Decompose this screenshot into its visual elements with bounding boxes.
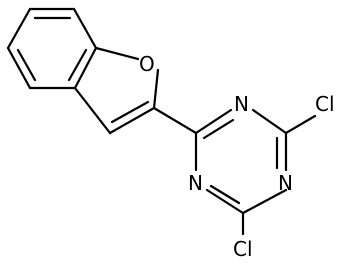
triazine-ring — [194, 108, 288, 215]
double-bond-inner — [202, 118, 235, 140]
bond — [194, 108, 233, 135]
chlorine-atom-label: Cl — [233, 237, 253, 261]
bond — [205, 188, 245, 215]
double-bond-inner — [209, 184, 241, 205]
oxygen-atom-label: O — [139, 52, 155, 76]
bond — [6, 46, 32, 90]
bond-c2-c3 — [108, 106, 156, 135]
bond — [251, 108, 288, 135]
chlorine-atom-label: Cl — [315, 92, 335, 116]
bond-c-o — [94, 46, 140, 61]
nitrogen-atom-label: N — [234, 92, 249, 116]
double-bond-inner — [67, 48, 88, 82]
double-bond-inner — [110, 100, 150, 124]
nitrogen-atom-label: N — [278, 171, 293, 195]
bond — [73, 46, 98, 90]
bond — [6, 7, 32, 50]
bond — [241, 188, 288, 215]
bond — [72, 7, 98, 50]
furan-ring — [73, 46, 160, 135]
nitrogen-atom-label: N — [188, 171, 203, 195]
bond-c3-c3a — [73, 86, 112, 135]
bond-o-c2 — [152, 68, 160, 110]
bond-c-cl — [284, 114, 317, 135]
benzene-ring — [6, 7, 98, 90]
double-bond-inner — [16, 48, 37, 82]
bond-linker — [152, 106, 198, 135]
